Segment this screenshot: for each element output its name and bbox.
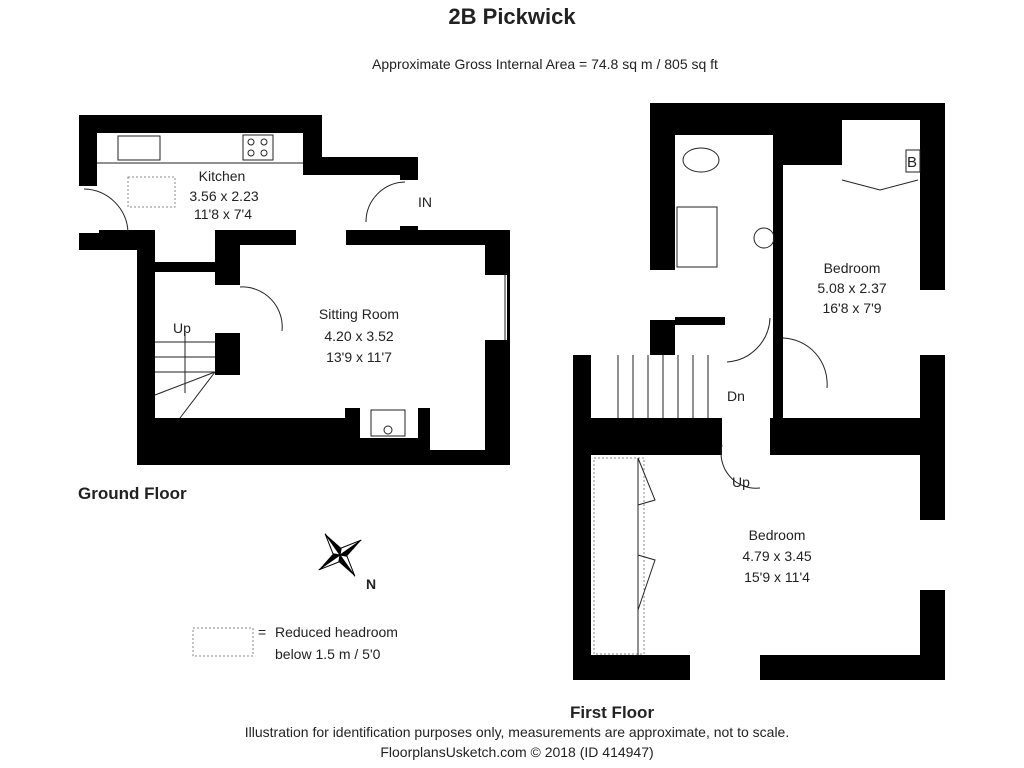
sitting-room xyxy=(240,245,485,408)
window xyxy=(920,290,945,355)
bedroom-1-label: Bedroom xyxy=(824,260,881,276)
sink-icon xyxy=(117,135,161,161)
bath-icon xyxy=(676,206,718,268)
back-door-opening xyxy=(79,186,99,233)
sitting-room-imperial: 13'9 x 11'7 xyxy=(326,349,392,365)
plan-title: 2B Pickwick xyxy=(448,4,576,29)
compass-icon xyxy=(318,533,362,577)
first-floor-plan: B Bedroom 5.08 x 2.37 16'8 x 7'9 Bedroom… xyxy=(573,103,945,680)
north-label: N xyxy=(366,576,376,592)
disclaimer: Illustration for identification purposes… xyxy=(245,724,789,740)
stair-treads xyxy=(617,355,709,418)
bedroom-1 xyxy=(783,165,920,418)
legend-line-1: Reduced headroom xyxy=(275,624,398,640)
stairs-up-label-first: Up xyxy=(732,474,750,490)
hob-icon xyxy=(242,134,274,161)
sitting-room-label: Sitting Room xyxy=(319,306,399,322)
stairs-down-label: Dn xyxy=(727,388,745,404)
fireplace xyxy=(360,408,418,438)
boiler-label: B xyxy=(907,154,917,171)
gross-area: Approximate Gross Internal Area = 74.8 s… xyxy=(372,56,718,72)
bedroom-2-label: Bedroom xyxy=(749,527,806,543)
kitchen-metric: 3.56 x 2.23 xyxy=(189,188,258,204)
stairs xyxy=(591,355,723,418)
legend-line-2: below 1.5 m / 5'0 xyxy=(275,646,381,662)
window xyxy=(485,275,507,340)
entrance-label: IN xyxy=(418,194,432,210)
ground-floor-label: Ground Floor xyxy=(78,484,187,503)
first-floor-label: First Floor xyxy=(570,703,654,722)
kitchen-label: Kitchen xyxy=(199,168,246,184)
bedroom-1-imperial: 16'8 x 7'9 xyxy=(822,300,881,316)
legend-equals: = xyxy=(258,624,266,640)
ground-floor-plan: Kitchen 3.56 x 2.23 11'8 x 7'4 Sitting R… xyxy=(79,115,510,465)
credit: FloorplansUsketch.com © 2018 (ID 414947) xyxy=(380,744,653,760)
front-door-opening xyxy=(400,180,420,226)
sitting-room-metric: 4.20 x 3.52 xyxy=(324,328,393,344)
kitchen-imperial: 11'8 x 7'4 xyxy=(194,206,252,222)
bedroom-2-imperial: 15'9 x 11'4 xyxy=(744,569,810,585)
bedroom-2-metric: 4.79 x 3.45 xyxy=(742,548,811,564)
basin-icon xyxy=(753,227,775,249)
window xyxy=(690,655,760,680)
reduced-headroom-swatch xyxy=(192,627,254,657)
window xyxy=(920,520,945,590)
bedroom-1-metric: 5.08 x 2.37 xyxy=(817,280,886,296)
toilet-icon xyxy=(682,147,720,173)
stairs-up-label: Up xyxy=(173,320,191,336)
window xyxy=(650,270,675,320)
